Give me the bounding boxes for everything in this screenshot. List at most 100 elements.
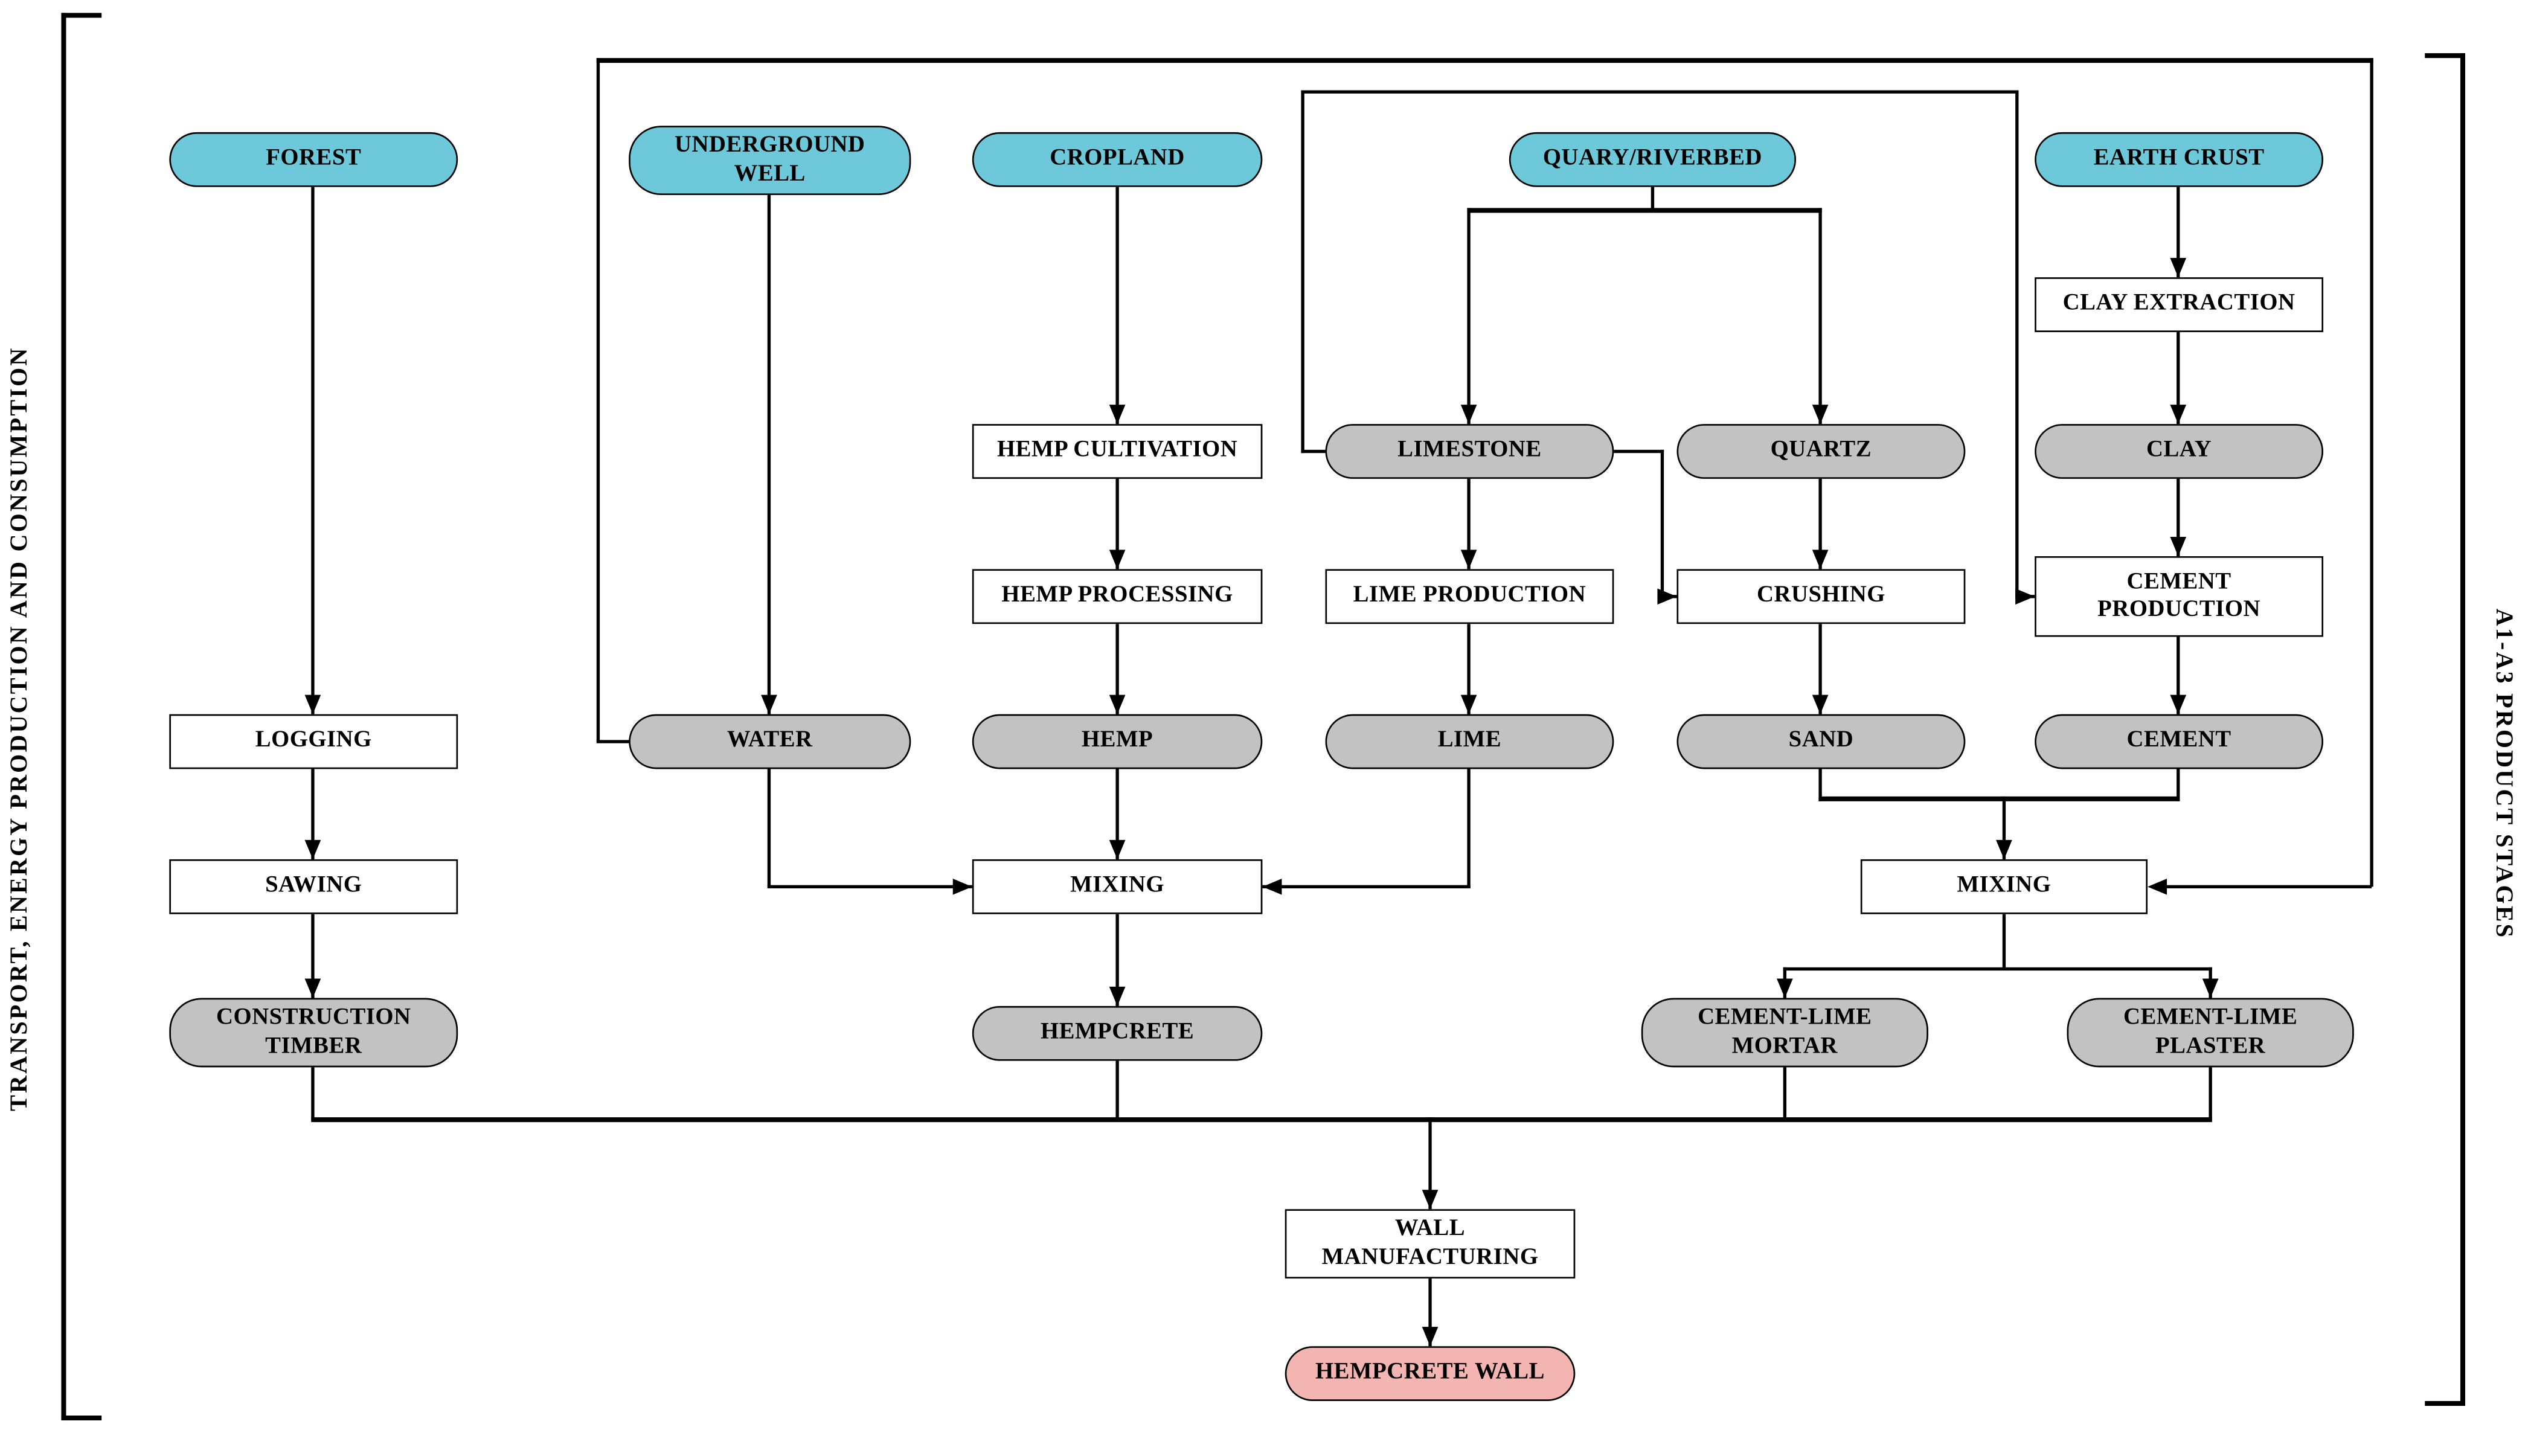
node-lime-production: LIME PRODUCTION — [1325, 569, 1614, 624]
node-cement-lime-mortar: CEMENT-LIME MORTAR — [1641, 998, 1928, 1068]
arrowhead — [1460, 694, 1477, 714]
node-limestone: LIMESTONE — [1325, 424, 1614, 479]
edge-sand-cement-collector — [1818, 796, 2180, 801]
edge-sawing-timber — [311, 914, 315, 998]
edge-clayext-clay — [2177, 332, 2180, 425]
edge-cultivation-processing — [1115, 478, 1119, 569]
node-mixing-right: MIXING — [1860, 859, 2148, 914]
edge-cropland-cultivation — [1115, 187, 1119, 425]
node-hempcrete-wall: HEMPCRETE WALL — [1285, 1346, 1576, 1401]
node-logging: LOGGING — [169, 714, 458, 769]
edge-water-rmixing-v1 — [596, 58, 600, 742]
right-bracket-bottom-tick — [2425, 1400, 2465, 1406]
edge-water-rmixing-h1 — [596, 740, 630, 743]
arrowhead — [761, 694, 777, 714]
node-sawing: SAWING — [169, 859, 458, 914]
edge-water-rmixing-h2 — [2167, 885, 2372, 889]
edge-limestone-cement-v2 — [2015, 90, 2019, 598]
arrowhead — [1109, 694, 1126, 714]
right-bracket-line — [2460, 53, 2465, 1406]
edge-cement-stub — [2177, 769, 2180, 801]
arrowhead — [1996, 839, 2012, 859]
node-underground-well: UNDERGROUND WELL — [629, 126, 911, 196]
node-earth-crust: EARTH CRUST — [2035, 132, 2324, 187]
node-hemp: HEMP — [972, 714, 1263, 769]
arrowhead — [1109, 839, 1126, 859]
edge-water-rmixing-v2 — [2370, 58, 2373, 887]
node-clay-extraction: CLAY EXTRACTION — [2035, 277, 2324, 332]
edge-earthcrust-clayext — [2177, 187, 2180, 278]
arrowhead — [1812, 694, 1829, 714]
arrowhead — [1422, 1327, 1439, 1347]
edge-timber-stub — [311, 1067, 315, 1121]
arrowhead — [304, 839, 321, 859]
arrowhead — [2170, 258, 2187, 278]
edge-hemp-mixing — [1115, 769, 1119, 859]
edge-mortar-stub — [1783, 1067, 1787, 1121]
edge-processing-hemp — [1115, 624, 1119, 714]
arrowhead — [2148, 878, 2167, 895]
edge-forest-logging — [311, 187, 315, 714]
node-hemp-cultivation: HEMP CULTIVATION — [972, 424, 1263, 479]
edge-sand-stub — [1818, 769, 1822, 801]
node-sand: SAND — [1676, 714, 1966, 769]
left-bracket-bottom-tick — [61, 1415, 102, 1421]
arrowhead — [2170, 537, 2187, 557]
node-construction-timber: CONSTRUCTION TIMBER — [169, 998, 458, 1068]
node-water: WATER — [629, 714, 911, 769]
edge-limestone-cement-h1 — [1301, 449, 1327, 454]
node-forest: FOREST — [169, 132, 458, 187]
arrowhead — [2015, 588, 2035, 605]
node-mixing-left: MIXING — [972, 859, 1263, 914]
edge-wallmfg-wall — [1428, 1278, 1432, 1347]
arrowhead — [1460, 405, 1477, 425]
edge-plaster-stub — [2209, 1067, 2212, 1121]
edge-well-water — [767, 195, 771, 714]
node-hemp-processing: HEMP PROCESSING — [972, 569, 1263, 624]
edge-quary-branch — [1467, 208, 1822, 213]
arrowhead — [952, 878, 972, 895]
arrowhead — [1109, 405, 1126, 425]
edge-limeprod-lime — [1467, 624, 1471, 714]
left-axis-label: TRANSPORT, ENERGY PRODUCTION AND CONSUMP… — [7, 346, 33, 1111]
edge-limestone-crushing-v — [1660, 449, 1664, 598]
arrowhead — [1460, 550, 1477, 569]
node-hempcrete: HEMPCRETE — [972, 1005, 1263, 1061]
edge-rmixing-split — [1783, 967, 2212, 971]
edge-quary-quartz — [1818, 208, 1822, 425]
node-cropland: CROPLAND — [972, 132, 1263, 187]
edge-limestone-limeprod — [1467, 478, 1471, 569]
edge-water-mixing-v — [767, 769, 771, 889]
node-quary-riverbed: QUARY/RIVERBED — [1509, 132, 1797, 187]
arrowhead — [1777, 978, 1793, 998]
edge-limestone-crushing-h1 — [1614, 449, 1664, 454]
edge-quartz-crushing — [1818, 478, 1822, 569]
arrowhead — [1812, 405, 1829, 425]
edge-logging-sawing — [311, 769, 315, 859]
right-bracket-top-tick — [2425, 53, 2465, 59]
edge-cementprod-cement — [2177, 637, 2180, 714]
edge-collector-rmixing — [2002, 796, 2006, 859]
edge-mixing-hempcrete — [1115, 914, 1119, 1006]
node-cement-production: CEMENT PRODUCTION — [2035, 556, 2324, 637]
arrowhead — [1422, 1190, 1439, 1210]
node-crushing: CRUSHING — [1676, 569, 1966, 624]
node-quartz: QUARTZ — [1676, 424, 1966, 479]
node-cement: CEMENT — [2035, 714, 2324, 769]
edge-clay-cementprod — [2177, 478, 2180, 557]
edge-rmixing-stub — [2002, 914, 2006, 969]
arrowhead — [1109, 986, 1126, 1006]
arrowhead — [1109, 550, 1126, 569]
edge-bottom-collector — [311, 1117, 2212, 1123]
edge-collector-wallmfg — [1428, 1117, 1432, 1210]
edge-limestone-cement-v1 — [1301, 90, 1304, 454]
right-axis-label: A1-A3 PRODUCT STAGES — [2490, 608, 2517, 940]
arrowhead — [2202, 978, 2219, 998]
edge-quary-limestone — [1467, 208, 1471, 425]
arrowhead — [1262, 878, 1282, 895]
edge-limestone-cement-h2 — [1301, 90, 2019, 94]
node-cement-lime-plaster: CEMENT-LIME PLASTER — [2067, 998, 2354, 1068]
arrowhead — [2170, 694, 2187, 714]
arrowhead — [304, 694, 321, 714]
